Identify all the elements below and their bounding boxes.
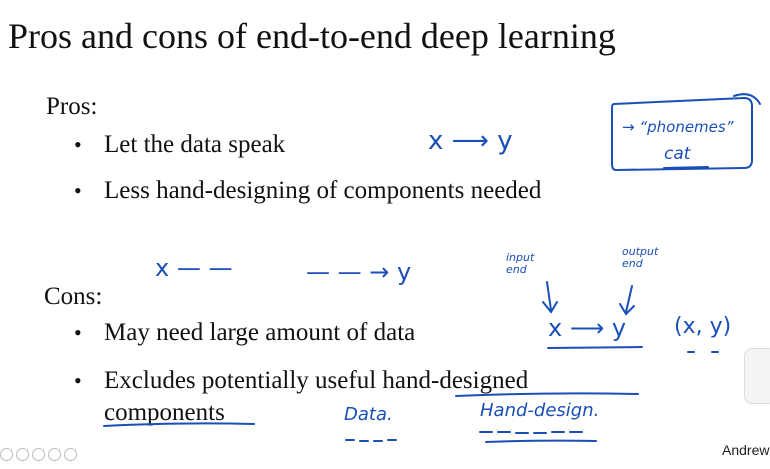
bullet-dot: • [74, 320, 82, 345]
output-end-arrow [619, 285, 635, 316]
annotation-xy-pair: (x, y) [674, 314, 732, 339]
hand-design-underline [479, 431, 583, 434]
bullet-dot: • [74, 132, 82, 157]
cons-item-2: Excludes potentially useful hand-designe… [104, 367, 529, 394]
cons-heading: Cons: [44, 283, 103, 310]
annotation-cat: cat [664, 144, 691, 164]
bullet-dot: • [74, 368, 82, 393]
annotation-hand-design: Hand-design. [480, 400, 600, 421]
pros-item-1: Let the data speak [104, 131, 286, 158]
annotation-dashed-y: — — → y [306, 258, 412, 286]
hand-designed-underline [455, 392, 639, 397]
annotation-x-to-y: x ⟶ y [428, 126, 513, 156]
x-to-y-underline [547, 346, 643, 349]
annotation-phonemes: → “phonemes” [622, 118, 734, 136]
annotation-output-end: output end [622, 245, 659, 270]
cat-underline [663, 166, 709, 169]
author-name: Andrew [722, 442, 770, 458]
annotation-input-end: input end [506, 251, 535, 276]
zoom-icon[interactable] [48, 448, 61, 461]
data-underline [345, 439, 397, 442]
annotation-x-to-y-lower: x ⟶ y [548, 314, 627, 342]
next-icon[interactable] [16, 448, 29, 461]
annotation-data: Data. [344, 404, 393, 425]
cons-item-2-continued: components [104, 399, 225, 426]
menu-icon[interactable] [64, 448, 77, 461]
pros-heading: Pros: [46, 93, 98, 120]
pen-icon[interactable] [32, 448, 45, 461]
pros-item-2: Less hand-designing of components needed [104, 177, 542, 204]
prev-icon[interactable] [0, 448, 13, 461]
bullet-dot: • [74, 178, 82, 203]
phonemes-box-stroke [611, 93, 761, 172]
annotation-dashed-x: x — — [155, 254, 233, 282]
slide-title: Pros and cons of end-to-end deep learnin… [8, 16, 616, 56]
cons-item-1: May need large amount of data [104, 319, 416, 346]
components-underline [103, 422, 255, 427]
side-panel-tab[interactable] [744, 348, 770, 404]
input-end-arrow [542, 281, 558, 314]
hand-design-double-underline [485, 439, 597, 443]
player-controls [0, 448, 77, 461]
